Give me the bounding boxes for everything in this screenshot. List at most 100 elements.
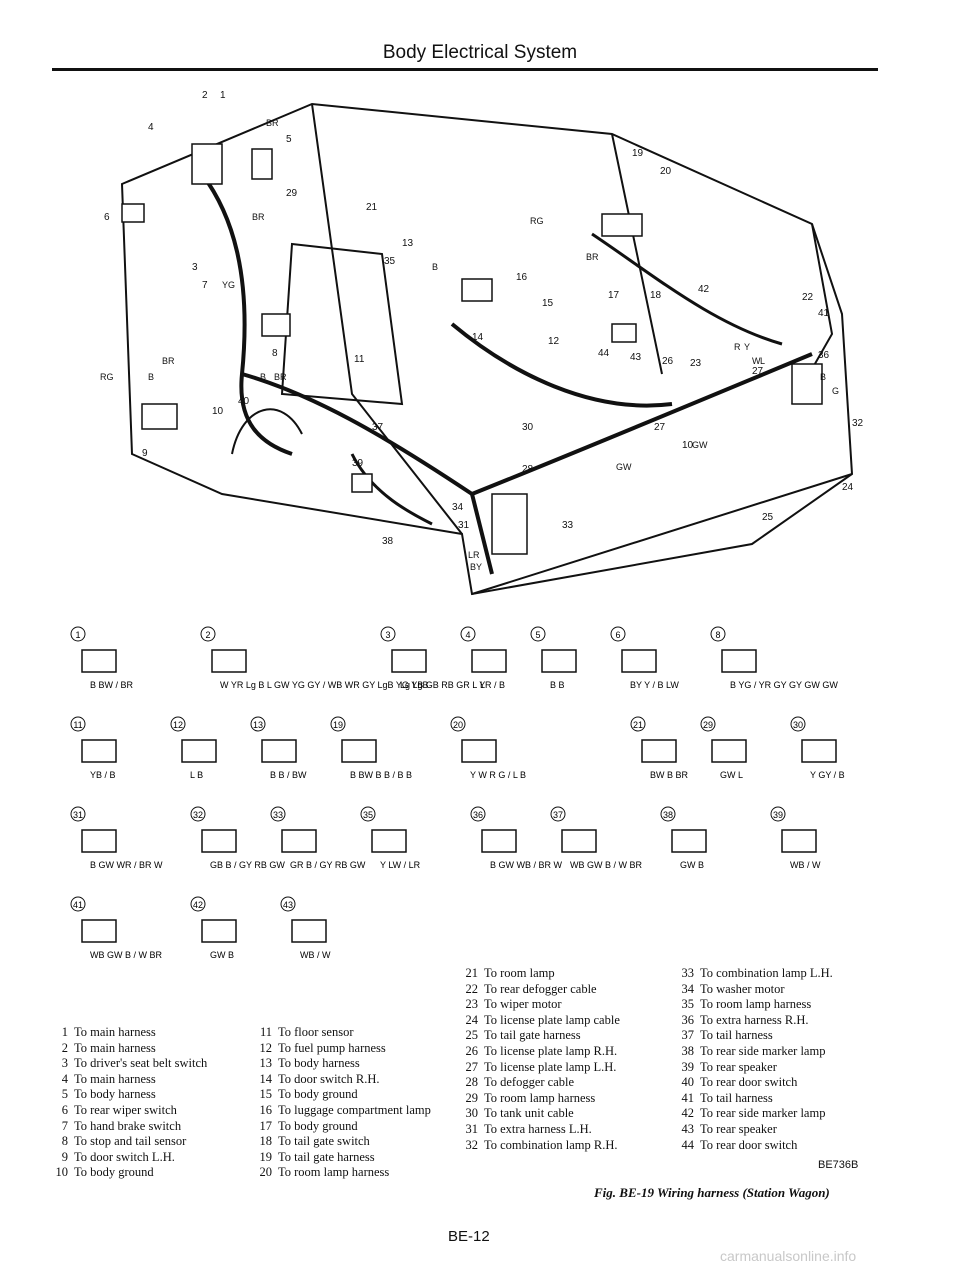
figure-code: BE736B <box>818 1159 859 1171</box>
connector-body <box>81 649 117 673</box>
legend-number: 17 <box>259 1118 273 1133</box>
legend-number: 16 <box>259 1102 273 1117</box>
legend-number: 34 <box>681 981 695 996</box>
connector-body <box>261 739 297 763</box>
connector-4: 4LR / B <box>460 626 507 690</box>
legend-number: 44 <box>681 1137 695 1152</box>
connector-body <box>81 739 117 763</box>
connector-number: 42 <box>193 900 203 910</box>
connector-number: 30 <box>793 720 803 730</box>
callout: 31 <box>458 520 470 531</box>
wire-label: L <box>760 356 765 366</box>
legend-number: 14 <box>259 1071 273 1086</box>
wire-label: BR <box>252 212 265 222</box>
legend-number: 9 <box>61 1149 68 1164</box>
connector-wire-codes: L B <box>190 770 203 780</box>
connector-number: 3 <box>385 630 390 640</box>
legend-text: To main harness <box>74 1025 156 1039</box>
legend-text: To driver's seat belt switch <box>74 1056 208 1071</box>
legend-text: To combination lamp R.H. <box>484 1137 618 1152</box>
connector-body <box>801 739 837 763</box>
callout: 5 <box>286 134 292 145</box>
legend-text: To rear wiper switch <box>74 1102 177 1117</box>
wire-label: GW <box>616 462 632 472</box>
legend-number: 25 <box>465 1028 479 1043</box>
connector-body <box>341 739 377 763</box>
legend-text: To body ground <box>74 1165 154 1180</box>
wire-label: BR <box>162 356 175 366</box>
legend-number: 2 <box>61 1040 68 1055</box>
legend-number: 18 <box>259 1134 273 1149</box>
callout: 43 <box>630 352 642 363</box>
wire-label: B <box>432 262 438 272</box>
legend-number: 3 <box>61 1056 68 1071</box>
callout: 27 <box>752 366 764 377</box>
callout: 42 <box>698 284 710 295</box>
connector-body <box>291 919 327 943</box>
callout: 8 <box>272 348 278 359</box>
legend-number: 12 <box>259 1040 273 1055</box>
connector-number: 31 <box>73 810 83 820</box>
connector-35: 35Y LW / LR <box>360 806 421 870</box>
callout: 3 <box>192 262 198 273</box>
connector-wire-codes: B BW / BR <box>90 680 134 690</box>
callout: 20 <box>660 166 672 177</box>
connector-number: 36 <box>473 810 483 820</box>
legend-text: To room lamp <box>484 966 555 980</box>
callout: 29 <box>286 188 298 199</box>
wire-label: Y <box>744 342 750 352</box>
legend-text: To extra harness L.H. <box>484 1121 592 1136</box>
legend-number: 6 <box>61 1102 68 1117</box>
legend-item: 1 To main harness <box>48 1025 207 1041</box>
legend-item: 11 To floor sensor <box>252 1025 431 1041</box>
connector-number: 1 <box>75 630 80 640</box>
callout: 38 <box>382 536 394 547</box>
connector-body <box>281 829 317 853</box>
figure-caption: Fig. BE-19 Wiring harness (Station Wagon… <box>594 1185 830 1200</box>
legend-number: 1 <box>61 1025 68 1039</box>
connector-wire-codes: GW L <box>720 770 743 780</box>
legend-number: 35 <box>681 997 695 1012</box>
legend-text: To rear speaker <box>700 1121 777 1136</box>
legend-number: 39 <box>681 1059 695 1074</box>
legend-text: To combination lamp L.H. <box>700 966 833 980</box>
callout: 40 <box>238 396 250 407</box>
connector-wire-codes: YB / B <box>90 770 116 780</box>
connector-8: 8B YG / YR GY GY GW GW <box>710 626 838 690</box>
legend-number: 42 <box>681 1106 695 1121</box>
callout: 25 <box>762 512 774 523</box>
wire-label: G <box>832 386 839 396</box>
connector-body <box>391 649 427 673</box>
legend-text: To tank unit cable <box>484 1106 574 1121</box>
legend-text: To floor sensor <box>278 1025 354 1039</box>
callout: 26 <box>662 356 674 367</box>
connector-wire-codes: B GW WB / BR W <box>490 860 563 870</box>
connector-wire-codes: BW B BR <box>650 770 689 780</box>
callout: 17 <box>608 290 620 301</box>
connector-wire-codes: WB / W <box>300 950 331 960</box>
connector-number: 13 <box>253 720 263 730</box>
legend-number: 11 <box>259 1025 272 1039</box>
connector-number: 12 <box>173 720 183 730</box>
legend-number: 36 <box>681 1012 695 1027</box>
legend-text: To tail harness <box>700 1028 773 1043</box>
legend-text: To door switch L.H. <box>74 1149 175 1164</box>
connector-number: 35 <box>363 810 373 820</box>
wire-label: BR <box>274 372 287 382</box>
legend-text: To stop and tail sensor <box>74 1134 187 1149</box>
connector-13: 13B B / BW <box>250 716 307 780</box>
